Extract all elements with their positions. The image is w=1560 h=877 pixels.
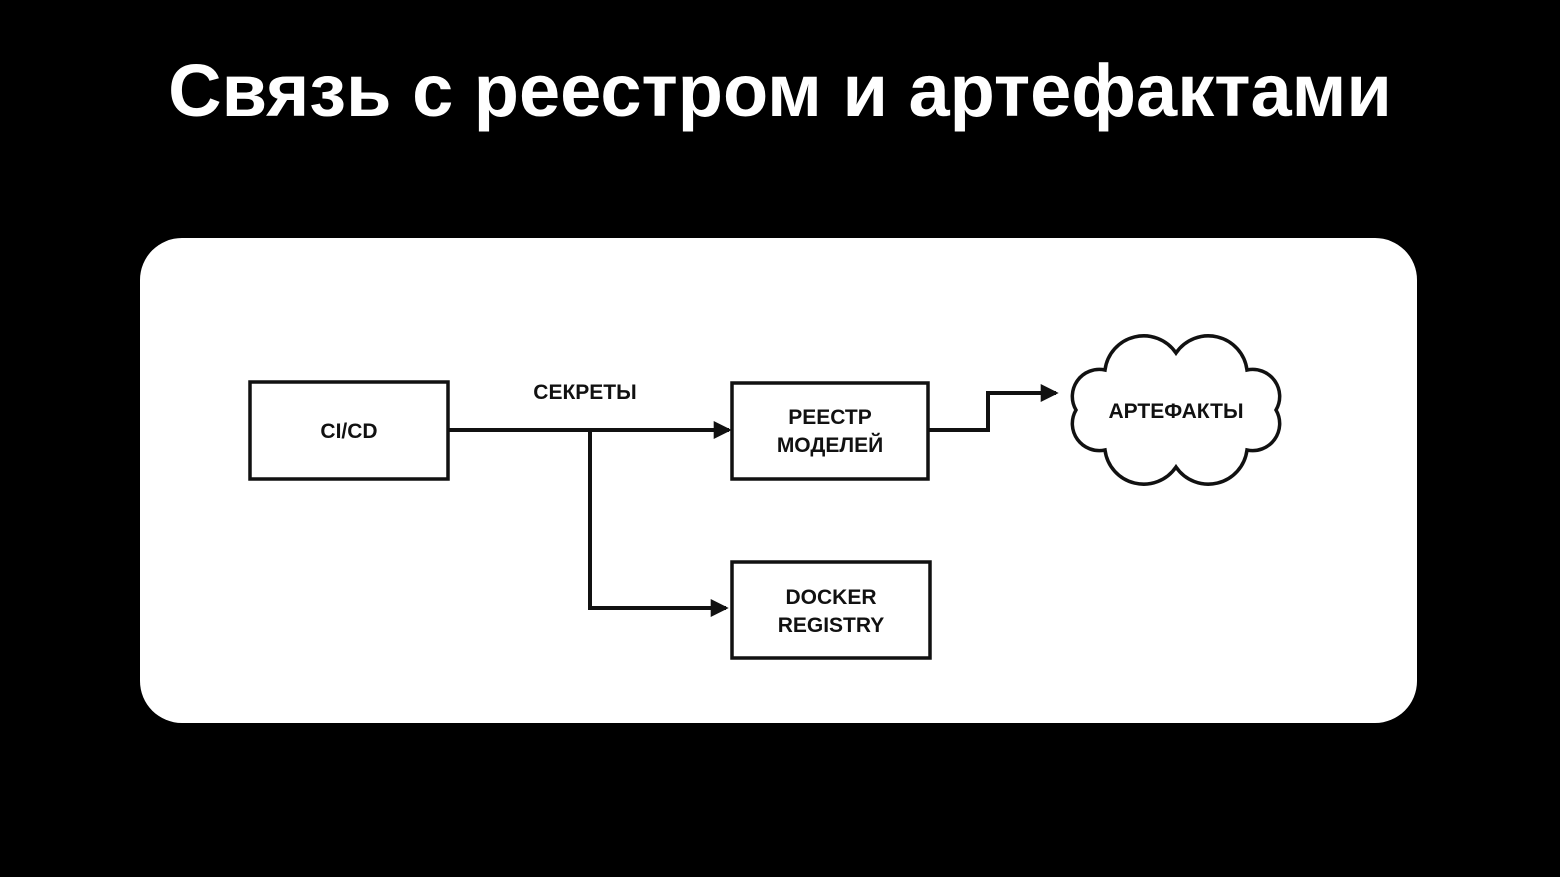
artifacts-label: АРТЕФАКТЫ [1108,400,1243,423]
docker-registry-label-line1: DOCKER [785,586,876,609]
slide-title: Связь с реестром и артефактами [168,49,1392,132]
model-registry-box [730,381,930,481]
diagram-panel: СЕКРЕТЫ CI/CD РЕЕСТР МОДЕЛЕЙ DOCKER REGI… [140,238,1417,723]
flowchart-canvas: СЕКРЕТЫ CI/CD РЕЕСТР МОДЕЛЕЙ DOCKER REGI… [248,334,1282,660]
arrow-model-registry-to-artifacts [928,384,1059,432]
cicd-label: CI/CD [320,420,377,443]
cicd-box [248,380,450,481]
docker-registry-label-line2: REGISTRY [778,614,885,637]
artifacts-cloud [1070,334,1282,486]
model-registry-label-line1: РЕЕСТР [788,406,872,429]
docker-registry-box [730,560,932,660]
secrets-edge-label: СЕКРЕТЫ [533,381,636,404]
arrow-branch-to-docker-registry [588,430,729,617]
model-registry-label-line2: МОДЕЛЕЙ [777,433,883,457]
